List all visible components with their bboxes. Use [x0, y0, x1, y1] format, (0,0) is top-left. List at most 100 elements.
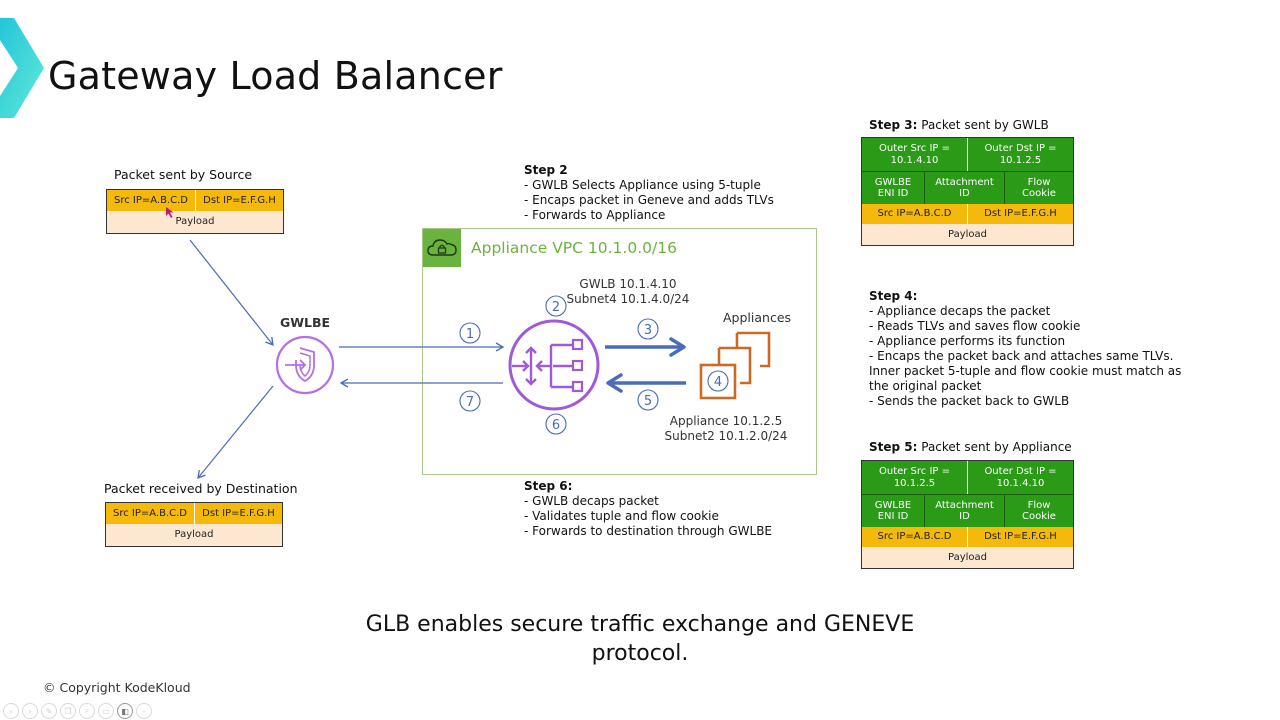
cookie-line: Flow: [1027, 176, 1051, 188]
step4-description: Step 4: - Appliance decaps the packet - …: [869, 289, 1181, 409]
attachment-line: Attachment: [935, 176, 994, 188]
step2-line: - Forwards to Appliance: [524, 208, 666, 222]
step3-subtitle: Packet sent by GWLB: [917, 118, 1049, 132]
gwlb-address: GWLB 10.1.4.10 Subnet4 10.1.4.0/24: [566, 277, 690, 307]
prev-slide-icon[interactable]: ‹: [3, 703, 19, 719]
src-ip-cell: Src IP=A.B.C.D: [862, 527, 967, 547]
attachment-id-cell: Attachment ID: [924, 495, 1004, 527]
cloud-lock-icon: [423, 229, 461, 267]
step4-line: - Reads TLVs and saves flow cookie: [869, 319, 1081, 333]
outer-src-label: Outer Src IP =: [878, 143, 951, 154]
outer-src-value: 10.1.4.10: [890, 154, 939, 166]
dst-ip-cell: Dst IP=E.F.G.H: [194, 503, 282, 524]
step6-description: Step 6: - GWLB decaps packet - Validates…: [524, 479, 772, 539]
eni-line: GWLBE: [874, 499, 912, 511]
attachment-line: ID: [959, 188, 970, 199]
appliance-address: Appliance 10.1.2.5 Subnet2 10.1.2.0/24: [664, 414, 788, 444]
step6-line: - GWLB decaps packet: [524, 494, 659, 508]
source-packet: Src IP=A.B.C.D Dst IP=E.F.G.H Payload: [106, 189, 284, 234]
step4-line: Inner packet 5-tuple and flow cookie mus…: [869, 364, 1182, 378]
outer-src-ip-cell: Outer Src IP = 10.1.4.10: [862, 138, 967, 171]
step6-line: - Validates tuple and flow cookie: [524, 509, 719, 523]
vpc-title: Appliance VPC 10.1.0.0/16: [471, 239, 677, 257]
cookie-line: Cookie: [1022, 511, 1056, 522]
outer-dst-value: 10.1.4.10: [996, 477, 1045, 489]
step4-line: - Encaps the packet back and attaches sa…: [869, 349, 1174, 363]
src-ip-cell: Src IP=A.B.C.D: [862, 204, 967, 224]
step4-line: - Appliance decaps the packet: [869, 304, 1051, 318]
step2-line: - Encaps packet in Geneve and adds TLVs: [524, 193, 774, 207]
eni-line: GWLBE: [874, 176, 912, 188]
step2-heading: Step 2: [524, 163, 568, 177]
brand-chevron-icon: [0, 18, 44, 118]
gwlb-ip: GWLB 10.1.4.10: [579, 277, 677, 291]
step2-line: - GWLB Selects Appliance using 5-tuple: [524, 178, 761, 192]
dst-ip-cell: Dst IP=E.F.G.H: [967, 204, 1073, 224]
flow-cookie-cell: Flow Cookie: [1004, 172, 1073, 204]
step3-heading: Step 3:: [869, 118, 918, 132]
destination-packet: Src IP=A.B.C.D Dst IP=E.F.G.H Payload: [105, 502, 283, 547]
camera-icon[interactable]: ◧: [117, 703, 133, 719]
outer-dst-ip-cell: Outer Dst IP = 10.1.4.10: [967, 461, 1073, 494]
cookie-line: Cookie: [1022, 188, 1056, 199]
gwlbe-eni-id-cell: GWLBE ENI ID: [862, 495, 924, 527]
zoom-icon[interactable]: ⌕: [79, 703, 95, 719]
more-icon[interactable]: –: [136, 703, 152, 719]
step2-description: Step 2 - GWLB Selects Appliance using 5-…: [524, 163, 774, 223]
src-ip-cell: Src IP=A.B.C.D: [106, 503, 194, 524]
step6-heading: Step 6:: [524, 479, 573, 493]
dst-ip-cell: Dst IP=E.F.G.H: [195, 190, 283, 211]
outer-dst-value: 10.1.2.5: [999, 154, 1042, 166]
flow-cookie-cell: Flow Cookie: [1004, 495, 1073, 527]
attachment-id-cell: Attachment ID: [924, 172, 1004, 204]
copyright-text: © Copyright KodeKloud: [43, 680, 191, 695]
eni-line: ENI ID: [877, 188, 909, 199]
appliance-ip: Appliance 10.1.2.5: [669, 414, 783, 428]
payload-cell: Payload: [106, 524, 282, 546]
step4-line: the original packet: [869, 379, 982, 393]
source-packet-label: Packet sent by Source: [114, 167, 253, 182]
arrow-source-to-gwlbe: [189, 239, 274, 347]
step6-line: - Forwards to destination through GWLBE: [524, 524, 773, 538]
gwlbe-eni-id-cell: GWLBE ENI ID: [862, 172, 924, 204]
step4-line: - Sends the packet back to GWLB: [869, 394, 1070, 408]
caption-line: GLB enables secure traffic exchange and …: [365, 612, 915, 637]
step4-line: - Appliance performs its function: [869, 334, 1066, 348]
caption-line: protocol.: [591, 641, 689, 666]
attachment-line: ID: [959, 511, 970, 522]
step5-packet: Outer Src IP = 10.1.2.5 Outer Dst IP = 1…: [861, 460, 1074, 569]
outer-dst-label: Outer Dst IP =: [984, 143, 1057, 154]
step3-packet: Outer Src IP = 10.1.4.10 Outer Dst IP = …: [861, 137, 1074, 246]
appliance-vpc-group: Appliance VPC 10.1.0.0/16: [422, 228, 817, 475]
payload-cell: Payload: [862, 547, 1073, 568]
shield-enter-icon: [275, 335, 335, 395]
appliance-subnet: Subnet2 10.1.2.0/24: [664, 429, 788, 443]
appliances-label: Appliances: [723, 310, 792, 325]
next-slide-icon[interactable]: ›: [22, 703, 38, 719]
cookie-line: Flow: [1027, 499, 1051, 511]
step3-heading-row: Step 3: Packet sent by GWLB: [869, 118, 1049, 133]
gwlbe-label: GWLBE: [280, 315, 331, 330]
payload-cell: Payload: [107, 211, 283, 233]
destination-packet-label: Packet received by Destination: [104, 481, 298, 496]
gwlb-subnet: Subnet4 10.1.4.0/24: [566, 292, 690, 306]
dst-ip-cell: Dst IP=E.F.G.H: [967, 527, 1073, 547]
pen-icon[interactable]: ✎: [41, 703, 57, 719]
slide-caption: GLB enables secure traffic exchange and …: [0, 610, 1280, 668]
eni-line: ENI ID: [877, 511, 909, 522]
subtitles-icon[interactable]: ▭: [98, 703, 114, 719]
presentation-controls: ‹ › ✎ ❐ ⌕ ▭ ◧ –: [3, 703, 152, 719]
src-ip-cell: Src IP=A.B.C.D: [107, 190, 195, 211]
copy-icon[interactable]: ❐: [60, 703, 76, 719]
attachment-line: Attachment: [935, 499, 994, 511]
outer-src-label: Outer Src IP =: [878, 466, 951, 477]
payload-cell: Payload: [862, 224, 1073, 245]
outer-dst-label: Outer Dst IP =: [984, 466, 1057, 477]
slide-title: Gateway Load Balancer: [48, 54, 503, 98]
outer-src-ip-cell: Outer Src IP = 10.1.2.5: [862, 461, 967, 494]
step5-heading-row: Step 5: Packet sent by Appliance: [869, 440, 1072, 455]
step4-heading: Step 4:: [869, 289, 918, 303]
step5-heading: Step 5:: [869, 440, 918, 454]
outer-src-value: 10.1.2.5: [893, 477, 936, 489]
step5-subtitle: Packet sent by Appliance: [917, 440, 1072, 454]
